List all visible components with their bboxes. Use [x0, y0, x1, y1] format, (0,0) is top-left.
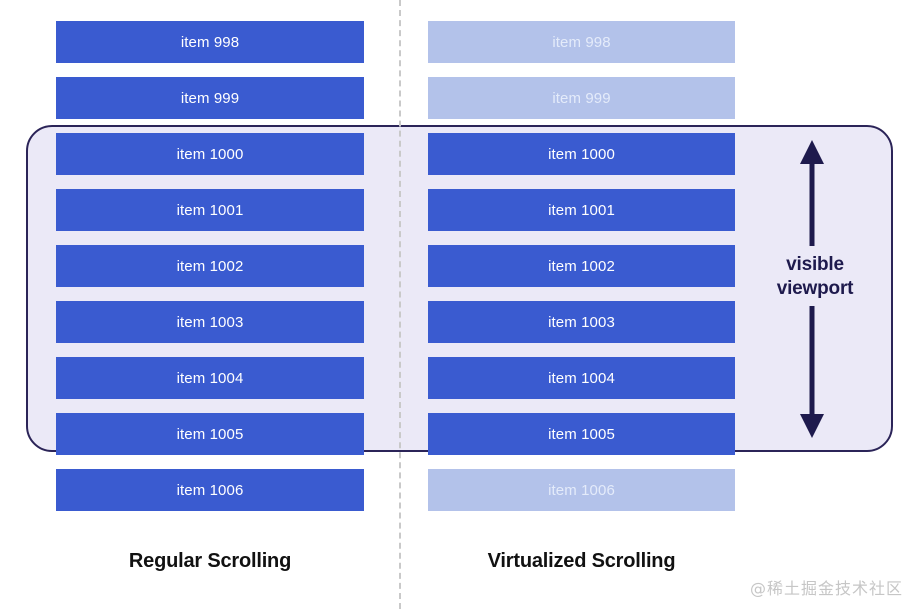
virtualized-item-row[interactable]: item 1006	[428, 469, 735, 511]
regular-item-row[interactable]: item 1006	[56, 469, 364, 511]
viewport-label-line-1: visible	[786, 254, 844, 275]
caption-regular-scrolling: Regular Scrolling	[128, 550, 292, 572]
virtualized-item-row[interactable]: item 1005	[428, 413, 735, 455]
regular-item-row[interactable]: item 1005	[56, 413, 364, 455]
item-label: item 1000	[176, 145, 244, 163]
item-label: item 1001	[176, 201, 244, 219]
virtualized-item-row[interactable]: item 1000	[428, 133, 735, 175]
regular-item-row[interactable]: item 1001	[56, 189, 364, 231]
item-label: item 1001	[548, 201, 615, 219]
item-label: item 1004	[176, 369, 244, 387]
virtualized-item-row[interactable]: item 998	[428, 21, 735, 63]
item-label: item 998	[552, 33, 611, 51]
regular-item-row[interactable]: item 1002	[56, 245, 364, 287]
virtualized-item-row[interactable]: item 1002	[428, 245, 735, 287]
virtualized-item-row[interactable]: item 1004	[428, 357, 735, 399]
column-divider	[399, 0, 401, 609]
viewport-label-line-2: viewport	[776, 278, 854, 299]
regular-item-row[interactable]: item 1003	[56, 301, 364, 343]
item-label: item 999	[180, 89, 240, 107]
regular-item-row[interactable]: item 1000	[56, 133, 364, 175]
regular-item-row[interactable]: item 998	[56, 21, 364, 63]
item-label: item 1002	[176, 257, 244, 275]
visible-viewport-label: visible viewport	[760, 253, 870, 301]
regular-item-row[interactable]: item 1004	[56, 357, 364, 399]
item-label: item 1000	[548, 145, 615, 163]
item-label: item 1003	[548, 313, 615, 331]
item-label: item 1004	[548, 369, 615, 387]
regular-item-row[interactable]: item 999	[56, 77, 364, 119]
item-label: item 1005	[176, 425, 244, 443]
virtualized-item-row[interactable]: item 1001	[428, 189, 735, 231]
virtualized-item-row[interactable]: item 1003	[428, 301, 735, 343]
item-label: item 998	[180, 33, 240, 51]
item-label: item 1003	[176, 313, 244, 331]
watermark: @稀土掘金技术社区	[749, 579, 903, 598]
item-label: item 1002	[548, 257, 615, 275]
item-label: item 999	[552, 89, 611, 107]
virtualized-item-row[interactable]: item 999	[428, 77, 735, 119]
caption-virtualized-scrolling: Virtualized Scrolling	[487, 550, 676, 572]
item-label: item 1006	[176, 481, 244, 499]
item-label: item 1006	[548, 481, 615, 499]
item-label: item 1005	[548, 425, 615, 443]
